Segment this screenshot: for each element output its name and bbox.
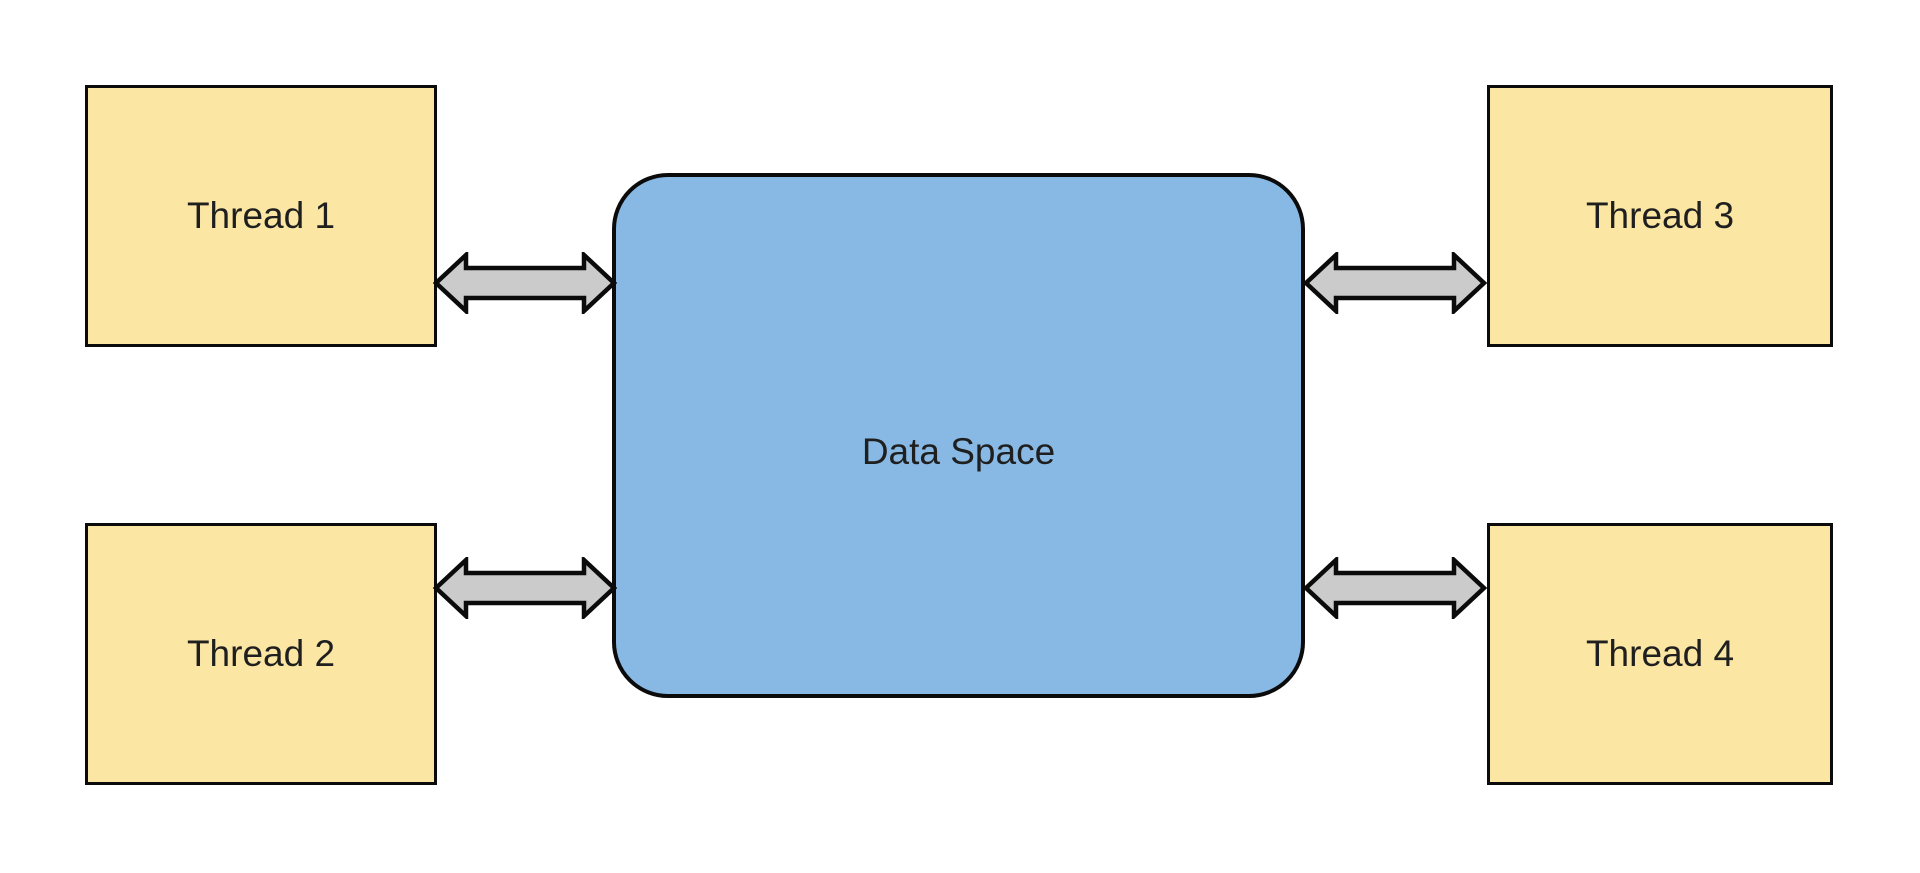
- node-thread-1-label: Thread 1: [186, 194, 336, 236]
- node-thread-1: Thread 1: [85, 85, 437, 347]
- node-thread-2-label: Thread 2: [186, 632, 336, 674]
- node-thread-3: Thread 3: [1487, 85, 1833, 347]
- node-thread-4-label: Thread 4: [1585, 632, 1735, 674]
- node-thread-4: Thread 4: [1487, 523, 1833, 785]
- node-data-space-label: Data Space: [861, 431, 1056, 473]
- bidirectional-arrow-thread2-dataspace: [433, 557, 617, 619]
- node-data-space: Data Space: [612, 173, 1305, 698]
- node-thread-2: Thread 2: [85, 523, 437, 785]
- bidirectional-arrow-thread4-dataspace: [1303, 557, 1487, 619]
- bidirectional-arrow-thread3-dataspace: [1303, 252, 1487, 314]
- node-thread-3-label: Thread 3: [1585, 194, 1735, 236]
- bidirectional-arrow-thread1-dataspace: [433, 252, 617, 314]
